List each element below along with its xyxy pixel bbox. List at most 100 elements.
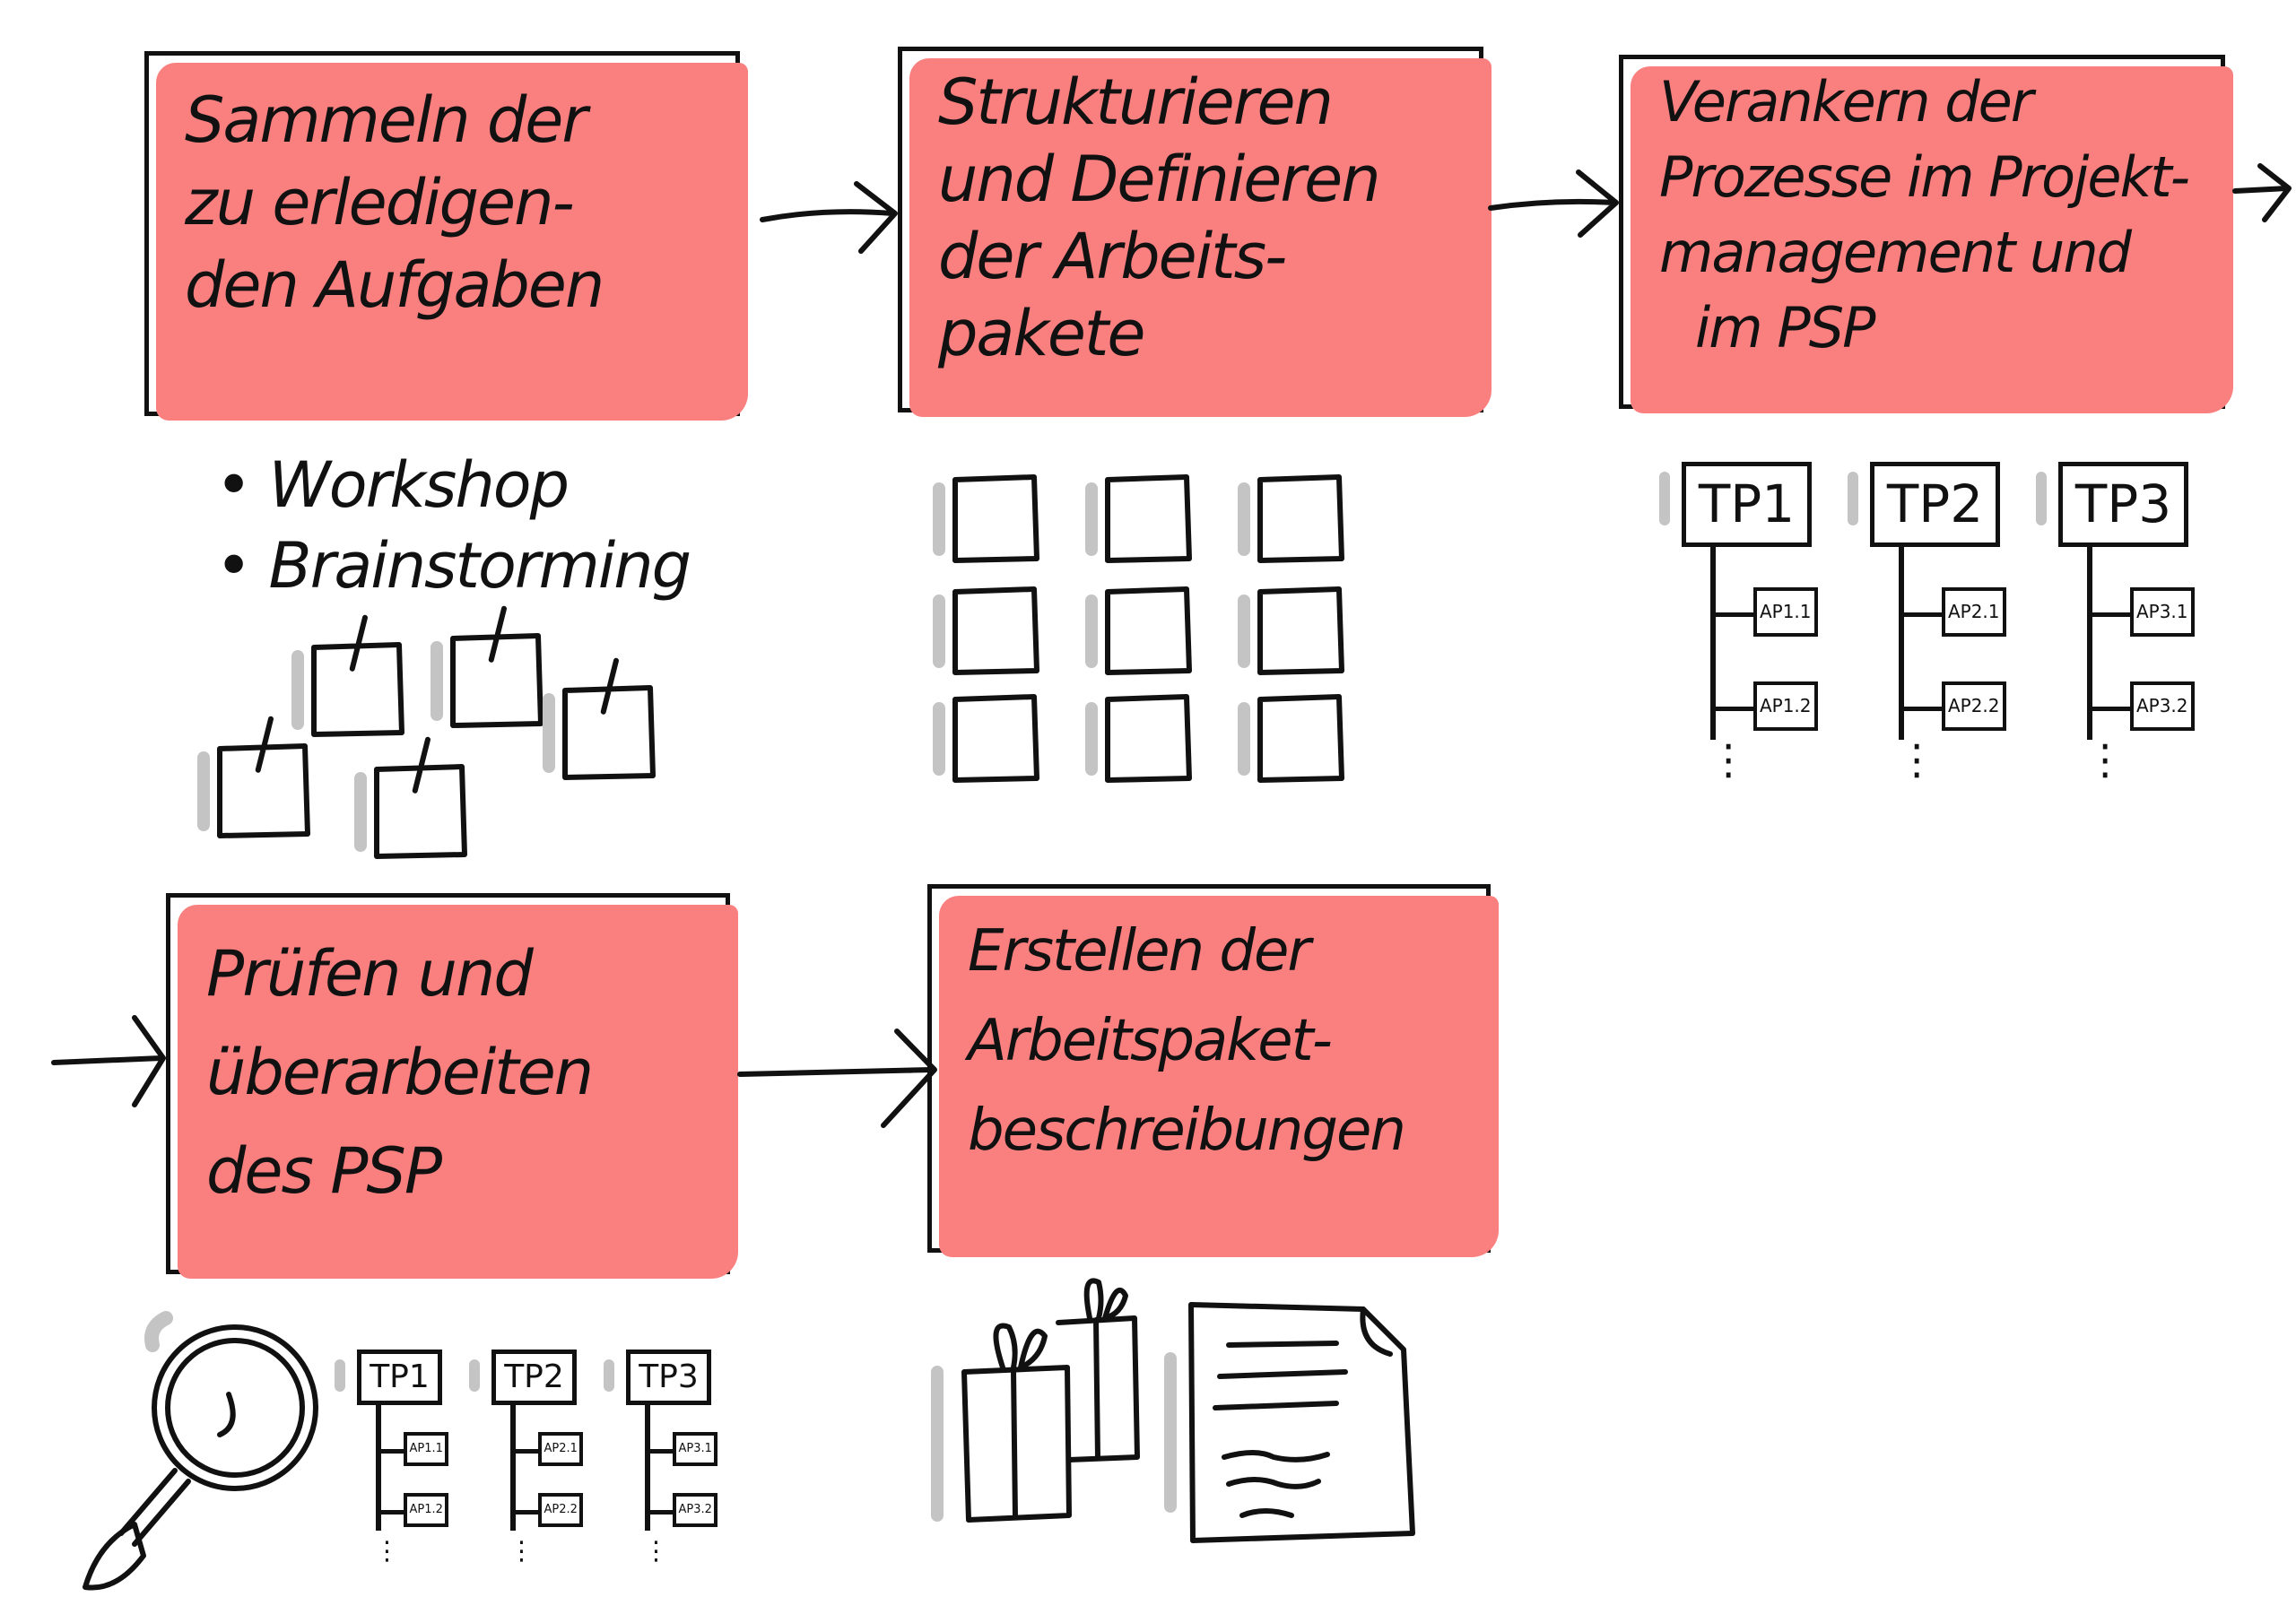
tp-box: TP3	[2036, 462, 2188, 547]
ap-box: AP1.2	[404, 1493, 449, 1527]
tree-branch	[375, 1449, 404, 1454]
tree-branch	[1709, 706, 1753, 711]
step-line: den Aufgaben	[185, 248, 604, 322]
sketch-box	[1257, 694, 1344, 783]
more-indicator: ⋮	[374, 1535, 400, 1566]
step-line: zu erledigen-	[185, 166, 575, 239]
ap-box: AP2.2	[538, 1493, 584, 1527]
tree-branch	[2086, 706, 2130, 711]
tree-branch	[1898, 706, 1942, 711]
bullet-workshop: • Workshop	[215, 448, 570, 522]
ap-box: AP3.1	[673, 1432, 718, 1466]
step-label: Sammeln der zu erledigen- den Aufgaben	[185, 79, 718, 326]
tree-branch	[644, 1449, 674, 1454]
step-line: des PSP	[206, 1134, 442, 1208]
arrow-into-4	[51, 1015, 166, 1107]
checked-boxes-icon	[197, 605, 656, 859]
step-line: Verankern der	[1659, 69, 2033, 135]
tree-branch	[509, 1449, 539, 1454]
step-label: Erstellen der Arbeitspaket- beschreibung…	[968, 907, 1468, 1176]
bullet-text: Brainstorming	[268, 529, 691, 603]
step-3-anchor-processes: Verankern der Prozesse im Projekt- manag…	[1619, 55, 2233, 413]
step-label: Prüfen und überarbeiten des PSP	[206, 924, 708, 1220]
tree-trunk	[2086, 547, 2092, 740]
highlight-fill	[909, 58, 1492, 417]
tree-trunk	[644, 1405, 650, 1531]
bullet-brainstorming: • Brainstorming	[215, 529, 691, 603]
tree-branch	[644, 1510, 674, 1515]
step-label: Strukturieren und Definieren der Arbeits…	[938, 64, 1461, 372]
sketch-box	[1105, 694, 1192, 783]
ap-box: AP3.2	[673, 1493, 718, 1527]
step-2-structure-work-packages: Strukturieren und Definieren der Arbeits…	[898, 47, 1492, 417]
box-grid-icon	[933, 474, 1344, 783]
step-line: Erstellen der	[968, 918, 1311, 985]
step-line: im PSP	[1695, 295, 1875, 360]
step-label: Verankern der Prozesse im Projekt- manag…	[1659, 65, 2203, 366]
ap-box: AP3.1	[2129, 587, 2195, 637]
sketch-box	[562, 657, 656, 780]
sketch-box	[217, 716, 310, 838]
tree-trunk	[509, 1405, 516, 1531]
sketch-box	[1257, 586, 1344, 675]
highlight-fill	[1631, 66, 2233, 413]
tree-branch	[375, 1510, 404, 1515]
tree-branch	[1709, 612, 1753, 617]
arrow-2-to-3	[1488, 169, 1619, 238]
sketch-box	[450, 605, 544, 728]
step-line: beschreibungen	[968, 1098, 1406, 1164]
step-4-review-psp: Prüfen und überarbeiten des PSP	[166, 893, 738, 1279]
step-line: der Arbeits-	[938, 220, 1287, 293]
tp-box: TP2	[1848, 462, 2000, 547]
step-5-work-package-descriptions: Erstellen der Arbeitspaket- beschreibung…	[927, 884, 1499, 1257]
ap-box: AP2.1	[538, 1432, 584, 1466]
step-line: Strukturieren	[938, 65, 1334, 139]
highlight-fill	[939, 896, 1499, 1257]
sketch-box	[1105, 474, 1192, 563]
tree-branch	[1898, 612, 1942, 617]
ap-box: AP1.1	[404, 1432, 449, 1466]
tp-box: TP3	[604, 1350, 711, 1405]
sketch-box	[952, 586, 1039, 675]
arrow-4-to-5	[737, 1028, 937, 1128]
step-line: Sammeln der	[185, 83, 587, 157]
tp-box: TP2	[469, 1350, 577, 1405]
tree-branch	[2086, 612, 2130, 617]
sketch-box	[311, 614, 404, 737]
step-line: pakete	[938, 297, 1145, 370]
highlight-fill	[178, 905, 738, 1279]
ap-box: AP2.2	[1941, 681, 2006, 731]
arrow-3-out	[2232, 163, 2292, 222]
tree-trunk	[1898, 547, 1904, 740]
sketch-box	[952, 694, 1039, 783]
ap-box: AP1.1	[1752, 587, 1818, 637]
sketch-box	[1257, 474, 1344, 563]
more-indicator: ⋮	[643, 1535, 669, 1566]
step-1-collect-tasks: Sammeln der zu erledigen- den Aufgaben	[144, 51, 748, 421]
tree-trunk	[375, 1405, 381, 1531]
gift-icon	[931, 1278, 1140, 1523]
tree-branch	[509, 1510, 539, 1515]
tree-trunk	[1709, 547, 1716, 740]
ap-box: AP1.2	[1752, 681, 1818, 731]
document-icon	[1164, 1302, 1415, 1543]
more-indicator: ⋮	[509, 1535, 535, 1566]
highlight-fill	[156, 63, 748, 421]
step-line: Prüfen und	[206, 937, 534, 1011]
tp-box: TP1	[1659, 462, 1812, 547]
bullet-text: Workshop	[268, 448, 570, 522]
step-line: überarbeiten	[206, 1036, 594, 1109]
more-indicator: ⋮	[1896, 735, 1938, 784]
step-line: und Definieren	[938, 143, 1381, 216]
sketch-box	[1105, 586, 1192, 675]
step-line: Prozesse im Projekt-	[1659, 144, 2190, 210]
step-line: Arbeitspaket-	[968, 1008, 1333, 1074]
tp-box: TP1	[335, 1350, 442, 1405]
step-line: management und	[1659, 220, 2132, 285]
ap-box: AP3.2	[2129, 681, 2195, 731]
ap-box: AP2.1	[1941, 587, 2006, 637]
sketch-box	[374, 736, 467, 859]
more-indicator: ⋮	[2084, 735, 2126, 784]
sketch-box	[952, 474, 1039, 563]
